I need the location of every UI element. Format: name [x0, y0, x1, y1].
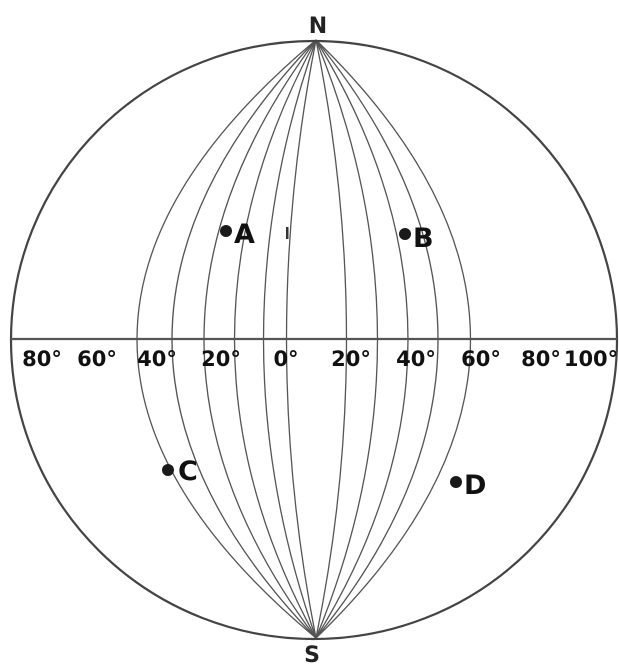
longitude-label: 60° — [461, 347, 501, 371]
point-a-dot — [220, 225, 232, 237]
longitude-label: 20° — [331, 347, 371, 371]
point-b-dot — [399, 228, 411, 240]
longitude-label: 40° — [396, 347, 436, 371]
longitude-label: 20° — [201, 347, 241, 371]
point-b: B — [399, 223, 434, 254]
meridian-tick-mark — [286, 227, 289, 239]
point-d: D — [450, 470, 486, 501]
longitude-labels: 80° 60° 40° 20° 0° 20° 40° 60° 80° 100° — [22, 347, 618, 371]
point-b-label: B — [413, 223, 434, 254]
longitude-label: 100° — [564, 347, 618, 371]
longitude-label: 80° — [22, 347, 62, 371]
point-c: C — [162, 456, 198, 487]
point-d-label: D — [464, 470, 486, 501]
longitude-label: 40° — [137, 347, 177, 371]
longitude-label: 80° — [521, 347, 561, 371]
point-d-dot — [450, 476, 462, 488]
point-a: A — [220, 219, 255, 250]
north-pole-label: N — [309, 14, 327, 39]
longitude-label: 0° — [273, 347, 298, 371]
point-c-label: C — [178, 456, 198, 487]
point-a-label: A — [234, 219, 255, 250]
point-c-dot — [162, 464, 174, 476]
south-pole-label: S — [304, 643, 320, 664]
longitude-label: 60° — [77, 347, 117, 371]
